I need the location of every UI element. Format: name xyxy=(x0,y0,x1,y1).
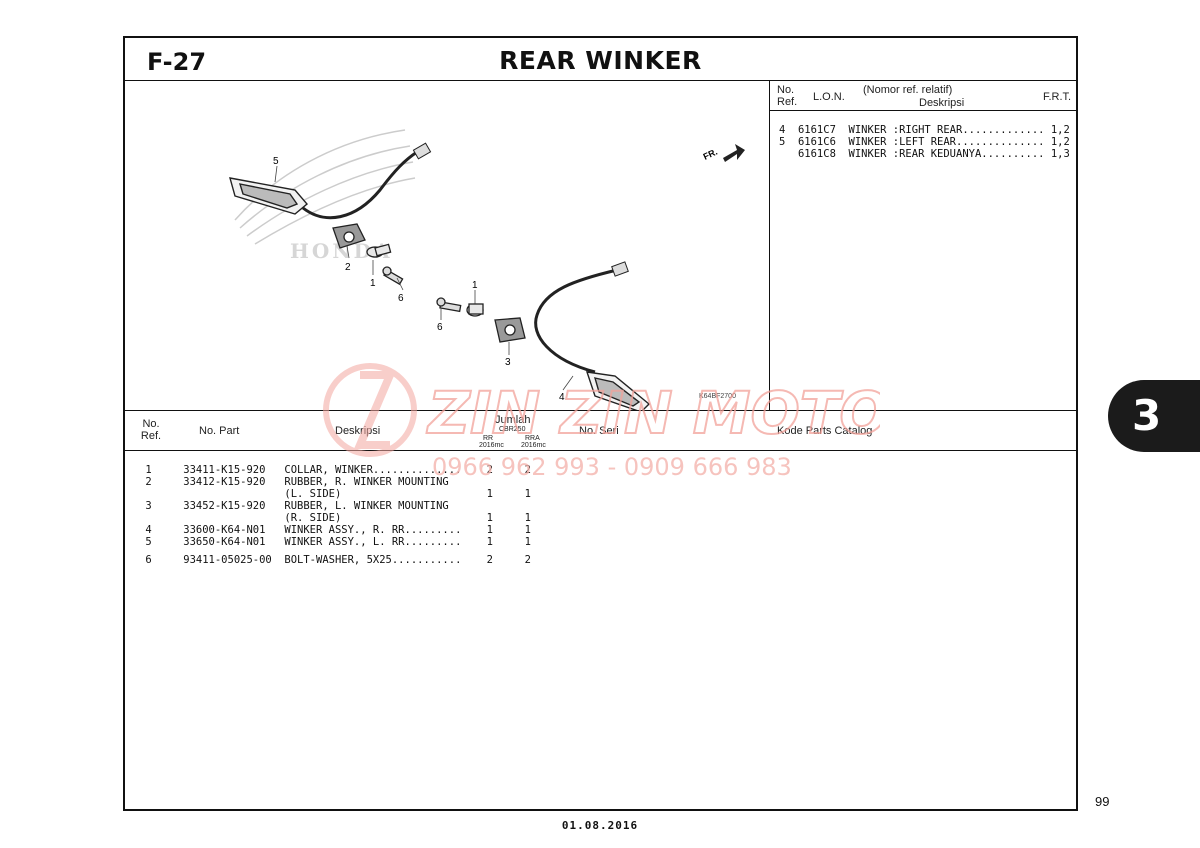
parts-row-6: 6 93411-05025-00 BOLT-WASHER, 5X25......… xyxy=(139,554,531,566)
callout-6-lower: 6 xyxy=(437,322,443,333)
parts-row-5: 5 33650-K64-N01 WINKER ASSY., L. RR.....… xyxy=(139,536,531,548)
lon-header-desc-top: (Nomor ref. relatif) xyxy=(863,84,953,96)
lon-row-1: 4 6161C7 WINKER :RIGHT REAR.............… xyxy=(779,124,1070,136)
parts-header-ref: No. Ref. xyxy=(140,418,162,442)
parts-header-bottom xyxy=(125,450,1076,451)
lon-row-2: 5 6161C6 WINKER :LEFT REAR..............… xyxy=(779,136,1070,148)
lon-header-frt: F.R.T. xyxy=(1043,91,1072,103)
callout-3: 3 xyxy=(505,357,511,368)
rear-winker-drawing: HONDA xyxy=(229,129,745,413)
winker-left-part-5 xyxy=(229,177,308,215)
winker-right-wire xyxy=(534,268,618,374)
honda-wing-logo xyxy=(234,129,416,245)
footer-date: 01.08.2016 xyxy=(561,819,639,832)
title-divider xyxy=(125,80,1076,81)
front-direction-label: FR. xyxy=(702,147,719,162)
parts-header-model: CBR250 xyxy=(499,426,526,433)
figure-title: REAR WINKER xyxy=(499,46,702,75)
parts-row-4: 4 33600-K64-N01 WINKER ASSY., R. RR.....… xyxy=(139,524,531,536)
parts-row-1: 1 33411-K15-920 COLLAR, WINKER..........… xyxy=(139,464,531,476)
figure-code: F-27 xyxy=(147,48,207,76)
exploded-diagram: HONDA xyxy=(125,80,769,413)
collar-part-1-lower xyxy=(466,303,484,317)
winker-right-connector xyxy=(611,261,629,277)
section-tab: 3 xyxy=(1108,380,1200,452)
bolt-part-6 xyxy=(382,266,404,286)
lon-row-3: 6161C8 WINKER :REAR KEDUANYA.......... 1… xyxy=(779,148,1070,160)
callout-4: 4 xyxy=(559,392,565,403)
parts-header-top xyxy=(125,410,1076,411)
winker-right-part-4 xyxy=(585,371,651,413)
rubber-part-3 xyxy=(494,317,526,343)
parts-row-3: 3 33452-K15-920 RUBBER, L. WINKER MOUNTI… xyxy=(139,500,449,512)
callout-1: 1 xyxy=(370,278,376,289)
front-direction-arrow xyxy=(723,144,745,162)
catalog-page-frame: F-27 REAR WINKER HONDA xyxy=(123,36,1078,811)
winker-left-wire xyxy=(302,150,418,220)
winker-left-connector xyxy=(412,142,432,160)
lon-header-lon: L.O.N. xyxy=(813,91,845,103)
parts-header-rra-year: 2016mc xyxy=(521,442,546,449)
parts-header-serial: No. Seri xyxy=(579,425,619,437)
callout-1-lower: 1 xyxy=(472,280,478,291)
callout-2: 2 xyxy=(345,262,351,273)
parts-row-3b: (R. SIDE) 1 1 xyxy=(139,512,531,524)
bolt-part-6-lower xyxy=(436,297,462,313)
parts-header-rr-year: 2016mc xyxy=(479,442,504,449)
parts-header-part: No. Part xyxy=(199,425,240,437)
lon-header-divider xyxy=(769,110,1076,111)
parts-header-rra: RRA xyxy=(525,435,540,442)
leader-lines xyxy=(274,165,574,391)
parts-header-desc: Deskripsi xyxy=(335,425,381,437)
rubber-part-2 xyxy=(332,223,366,249)
callout-5: 5 xyxy=(273,156,279,167)
collar-part-1 xyxy=(366,243,392,258)
parts-header-qty: Jumlah xyxy=(495,414,531,426)
parts-row-2: 2 33412-K15-920 RUBBER, R. WINKER MOUNTI… xyxy=(139,476,449,488)
drawing-code: K64BF2700 xyxy=(699,393,736,400)
lon-header-ref: No. Ref. xyxy=(777,84,798,108)
parts-header-catalog: Kode Parts Catalog xyxy=(777,425,873,437)
lon-header-desc: Deskripsi xyxy=(919,97,965,109)
parts-header-rr: RR xyxy=(483,435,494,442)
parts-row-2b: (L. SIDE) 1 1 xyxy=(139,488,531,500)
callout-6: 6 xyxy=(398,293,404,304)
page-number: 99 xyxy=(1095,794,1110,809)
diagram-lon-divider xyxy=(769,80,770,410)
